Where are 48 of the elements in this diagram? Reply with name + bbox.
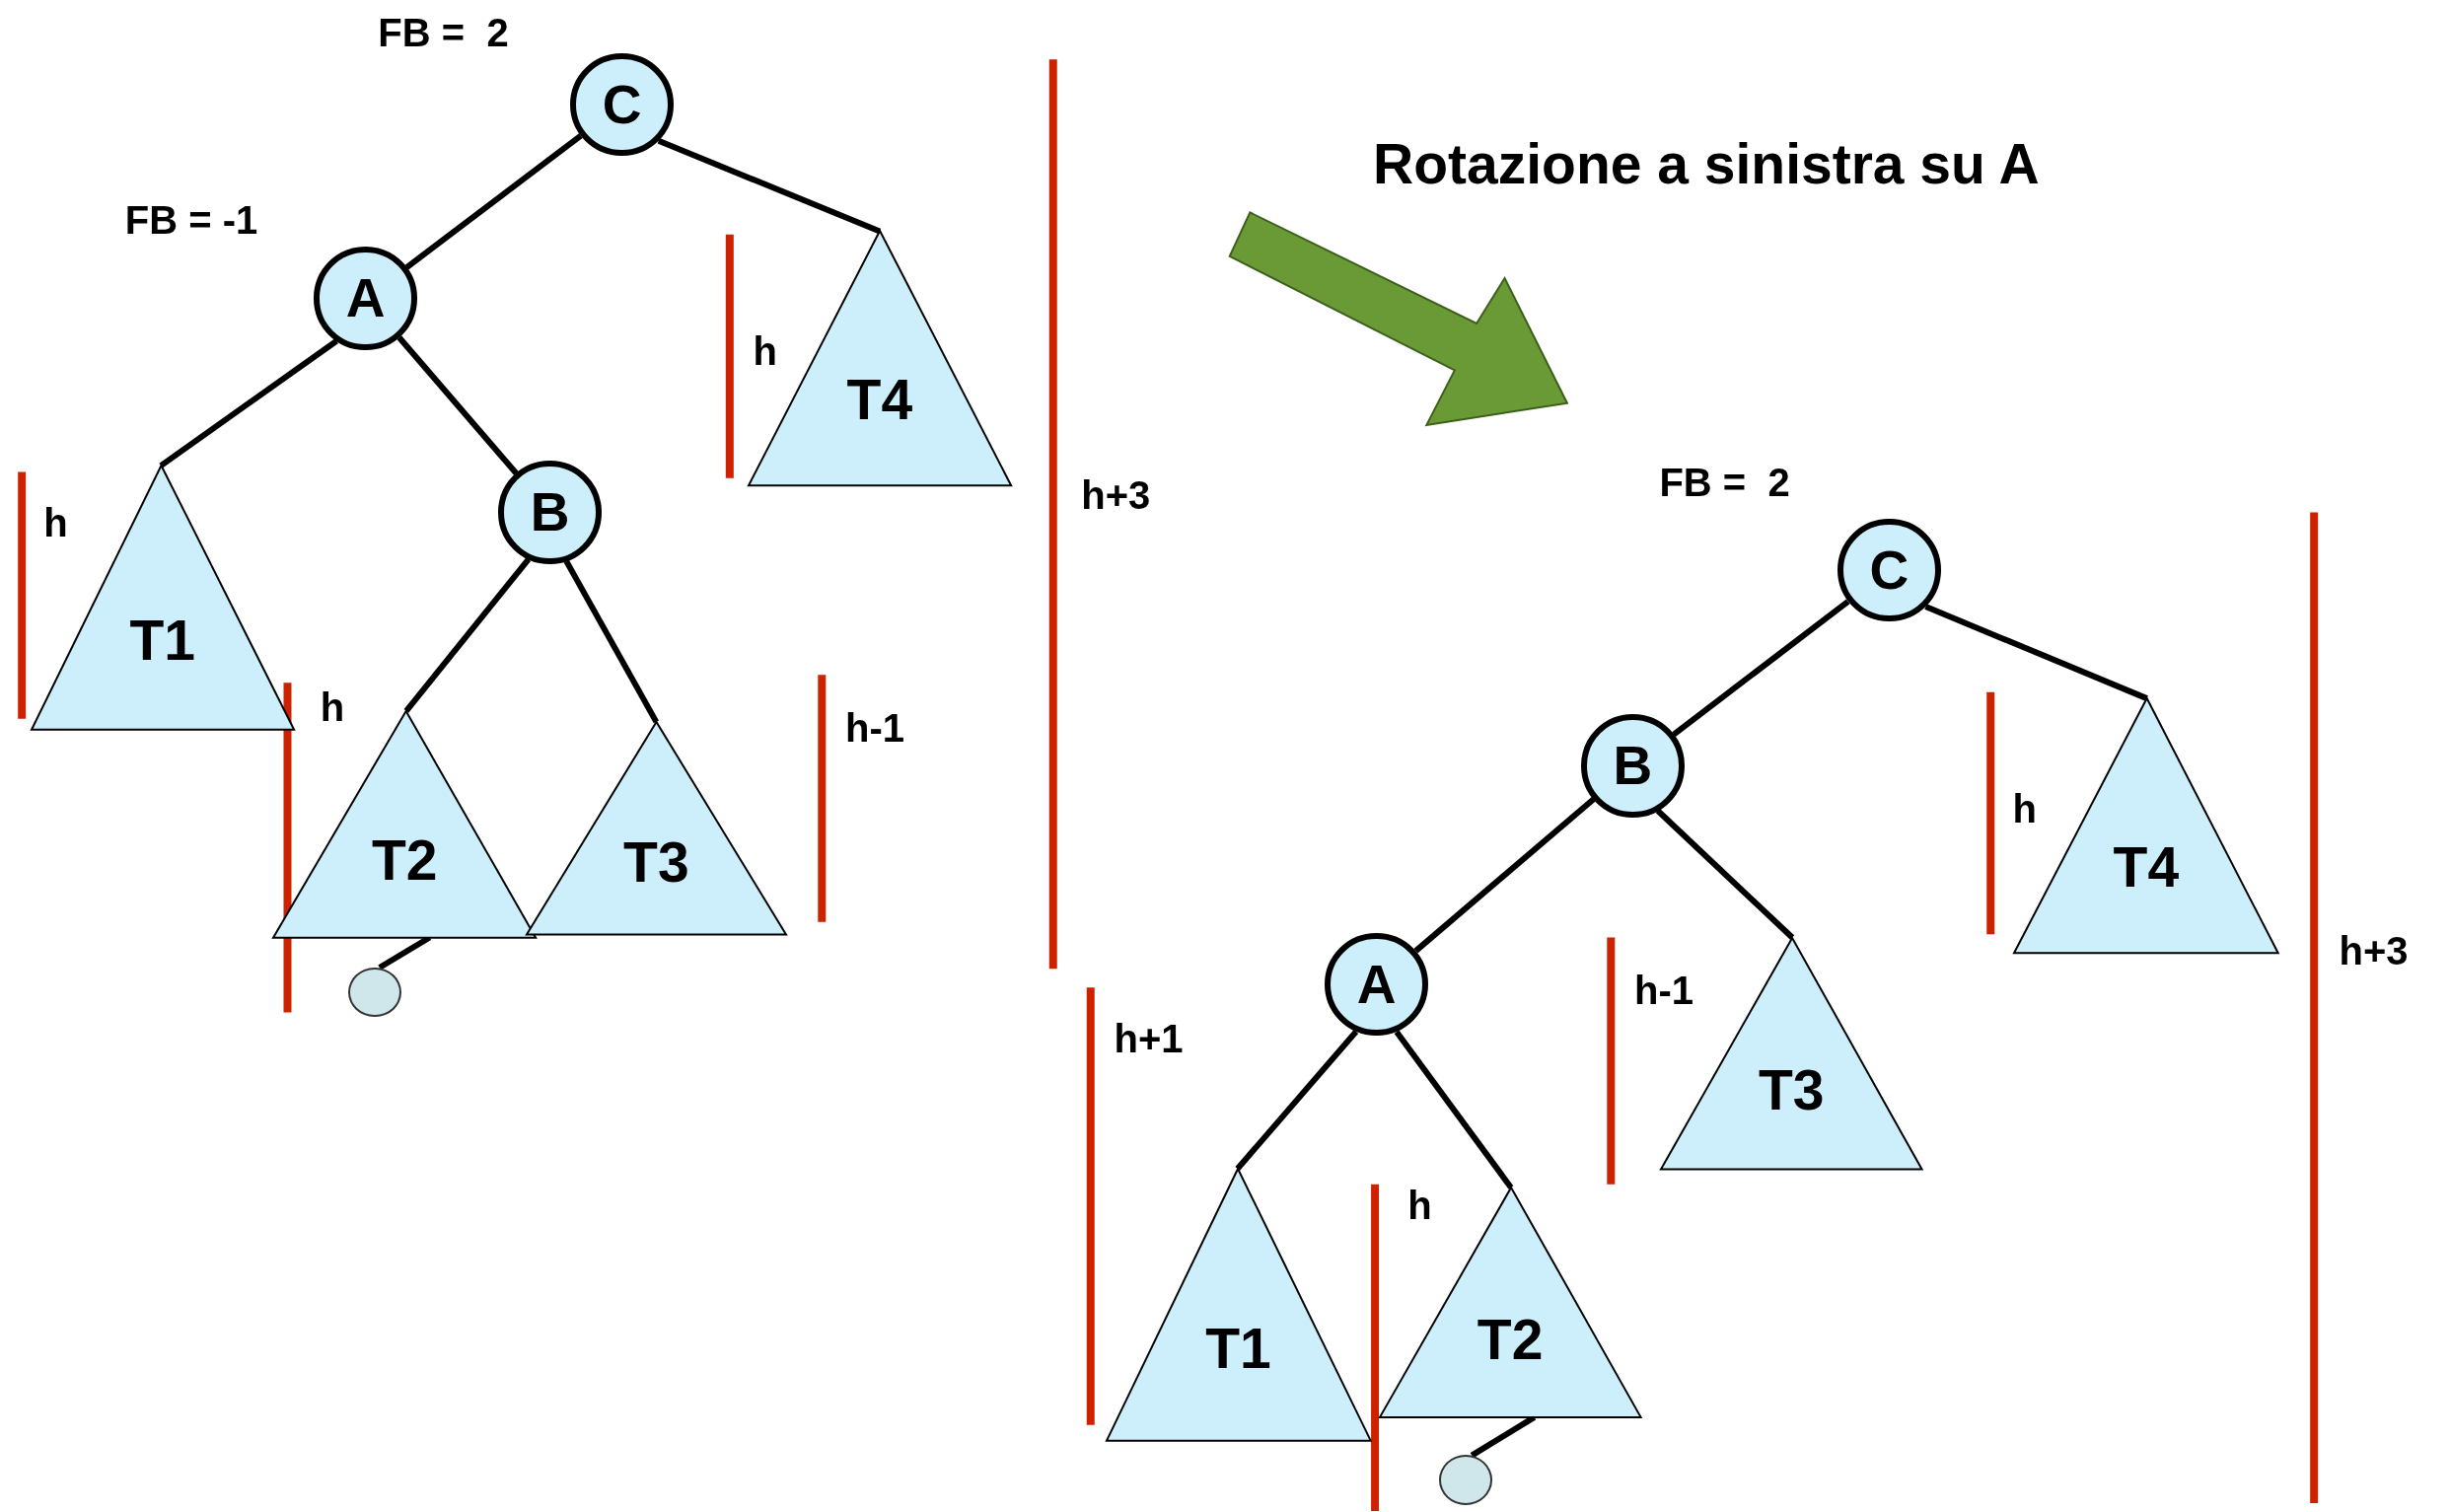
tree-edge [404,133,583,270]
node-label: A [345,271,386,326]
tree-edge [1235,1030,1359,1171]
tree-edge [563,559,659,724]
height-label: h-1 [845,707,905,748]
empty-node-circle [1439,1454,1492,1505]
subtree-triangle [31,466,294,730]
tree-node-circle [1581,713,1685,818]
balance-factor-label: FB = 2 [1659,462,1790,502]
height-label: h-1 [1634,970,1694,1010]
balance-factor-label: FB = 2 [378,12,509,52]
tree-edge [1413,796,1596,954]
subtree-label: T3 [1759,1061,1825,1118]
subtree-label: T4 [846,371,913,428]
subtree-label: T3 [623,833,689,891]
tree-edge [403,557,532,713]
tree-edge [159,338,338,468]
tree-edge [1655,808,1795,940]
subtree-label: T1 [1205,1320,1271,1377]
tree-edge [1924,604,2148,701]
tree-edge [1394,1030,1514,1189]
diagram-title: Rotazione a sinistra su A [1373,131,2040,197]
tree-edge [396,335,519,475]
subtree-label: T2 [1477,1311,1544,1368]
subtree-triangle [526,721,786,935]
height-label: h [1407,1186,1432,1226]
height-label: h+3 [2339,931,2409,972]
subtree-label: T4 [2113,838,2180,896]
node-label: C [1869,542,1910,598]
node-label: B [530,485,570,540]
subtree-triangle [1379,1187,1641,1417]
height-label: h+3 [1081,474,1151,515]
subtree-triangle [1106,1168,1371,1441]
balance-factor-label: FB = -1 [124,199,258,240]
height-label: h [320,687,345,728]
subtree-triangle [2014,698,2278,954]
subtree-triangle [748,231,1011,486]
tree-edge [657,138,882,235]
height-label: h [753,330,777,371]
tree-edge [1672,599,1850,737]
height-label: h+1 [1114,1018,1184,1058]
height-label: h [43,503,68,543]
height-label: h [2012,789,2037,828]
node-label: A [1356,957,1397,1012]
subtree-label: T1 [129,612,195,669]
node-label: C [602,77,642,132]
subtree-label: T2 [372,831,438,889]
node-label: B [1613,738,1653,793]
